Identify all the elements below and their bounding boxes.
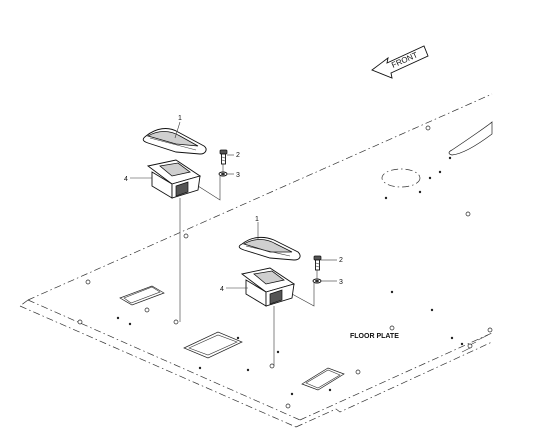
upper-cover-pad xyxy=(142,128,207,155)
floor-plate: FLOOR PLATE xyxy=(19,93,493,428)
lower-washer xyxy=(312,278,322,284)
lower-callout-2: 2 xyxy=(339,257,343,264)
upper-bolt xyxy=(219,149,228,165)
lower-assembly: 1 2 3 4 xyxy=(220,216,343,366)
upper-bracket xyxy=(146,159,202,199)
upper-callout-4: 4 xyxy=(124,176,128,183)
upper-washer xyxy=(218,171,228,177)
lower-cover-pad xyxy=(238,236,301,261)
lower-callout-4: 4 xyxy=(220,286,224,293)
upper-callout-2: 2 xyxy=(236,152,240,159)
upper-callout-1: 1 xyxy=(178,115,182,122)
upper-assembly: 1 2 3 4 xyxy=(124,115,240,322)
upper-callout-3: 3 xyxy=(236,172,240,179)
lower-callout-3: 3 xyxy=(339,279,343,286)
floor-plate-label: FLOOR PLATE xyxy=(350,333,399,340)
lower-callout-1: 1 xyxy=(255,216,259,223)
lower-bracket xyxy=(240,267,296,307)
lower-bolt xyxy=(313,255,322,271)
front-direction-arrow: FRONT xyxy=(371,45,429,79)
